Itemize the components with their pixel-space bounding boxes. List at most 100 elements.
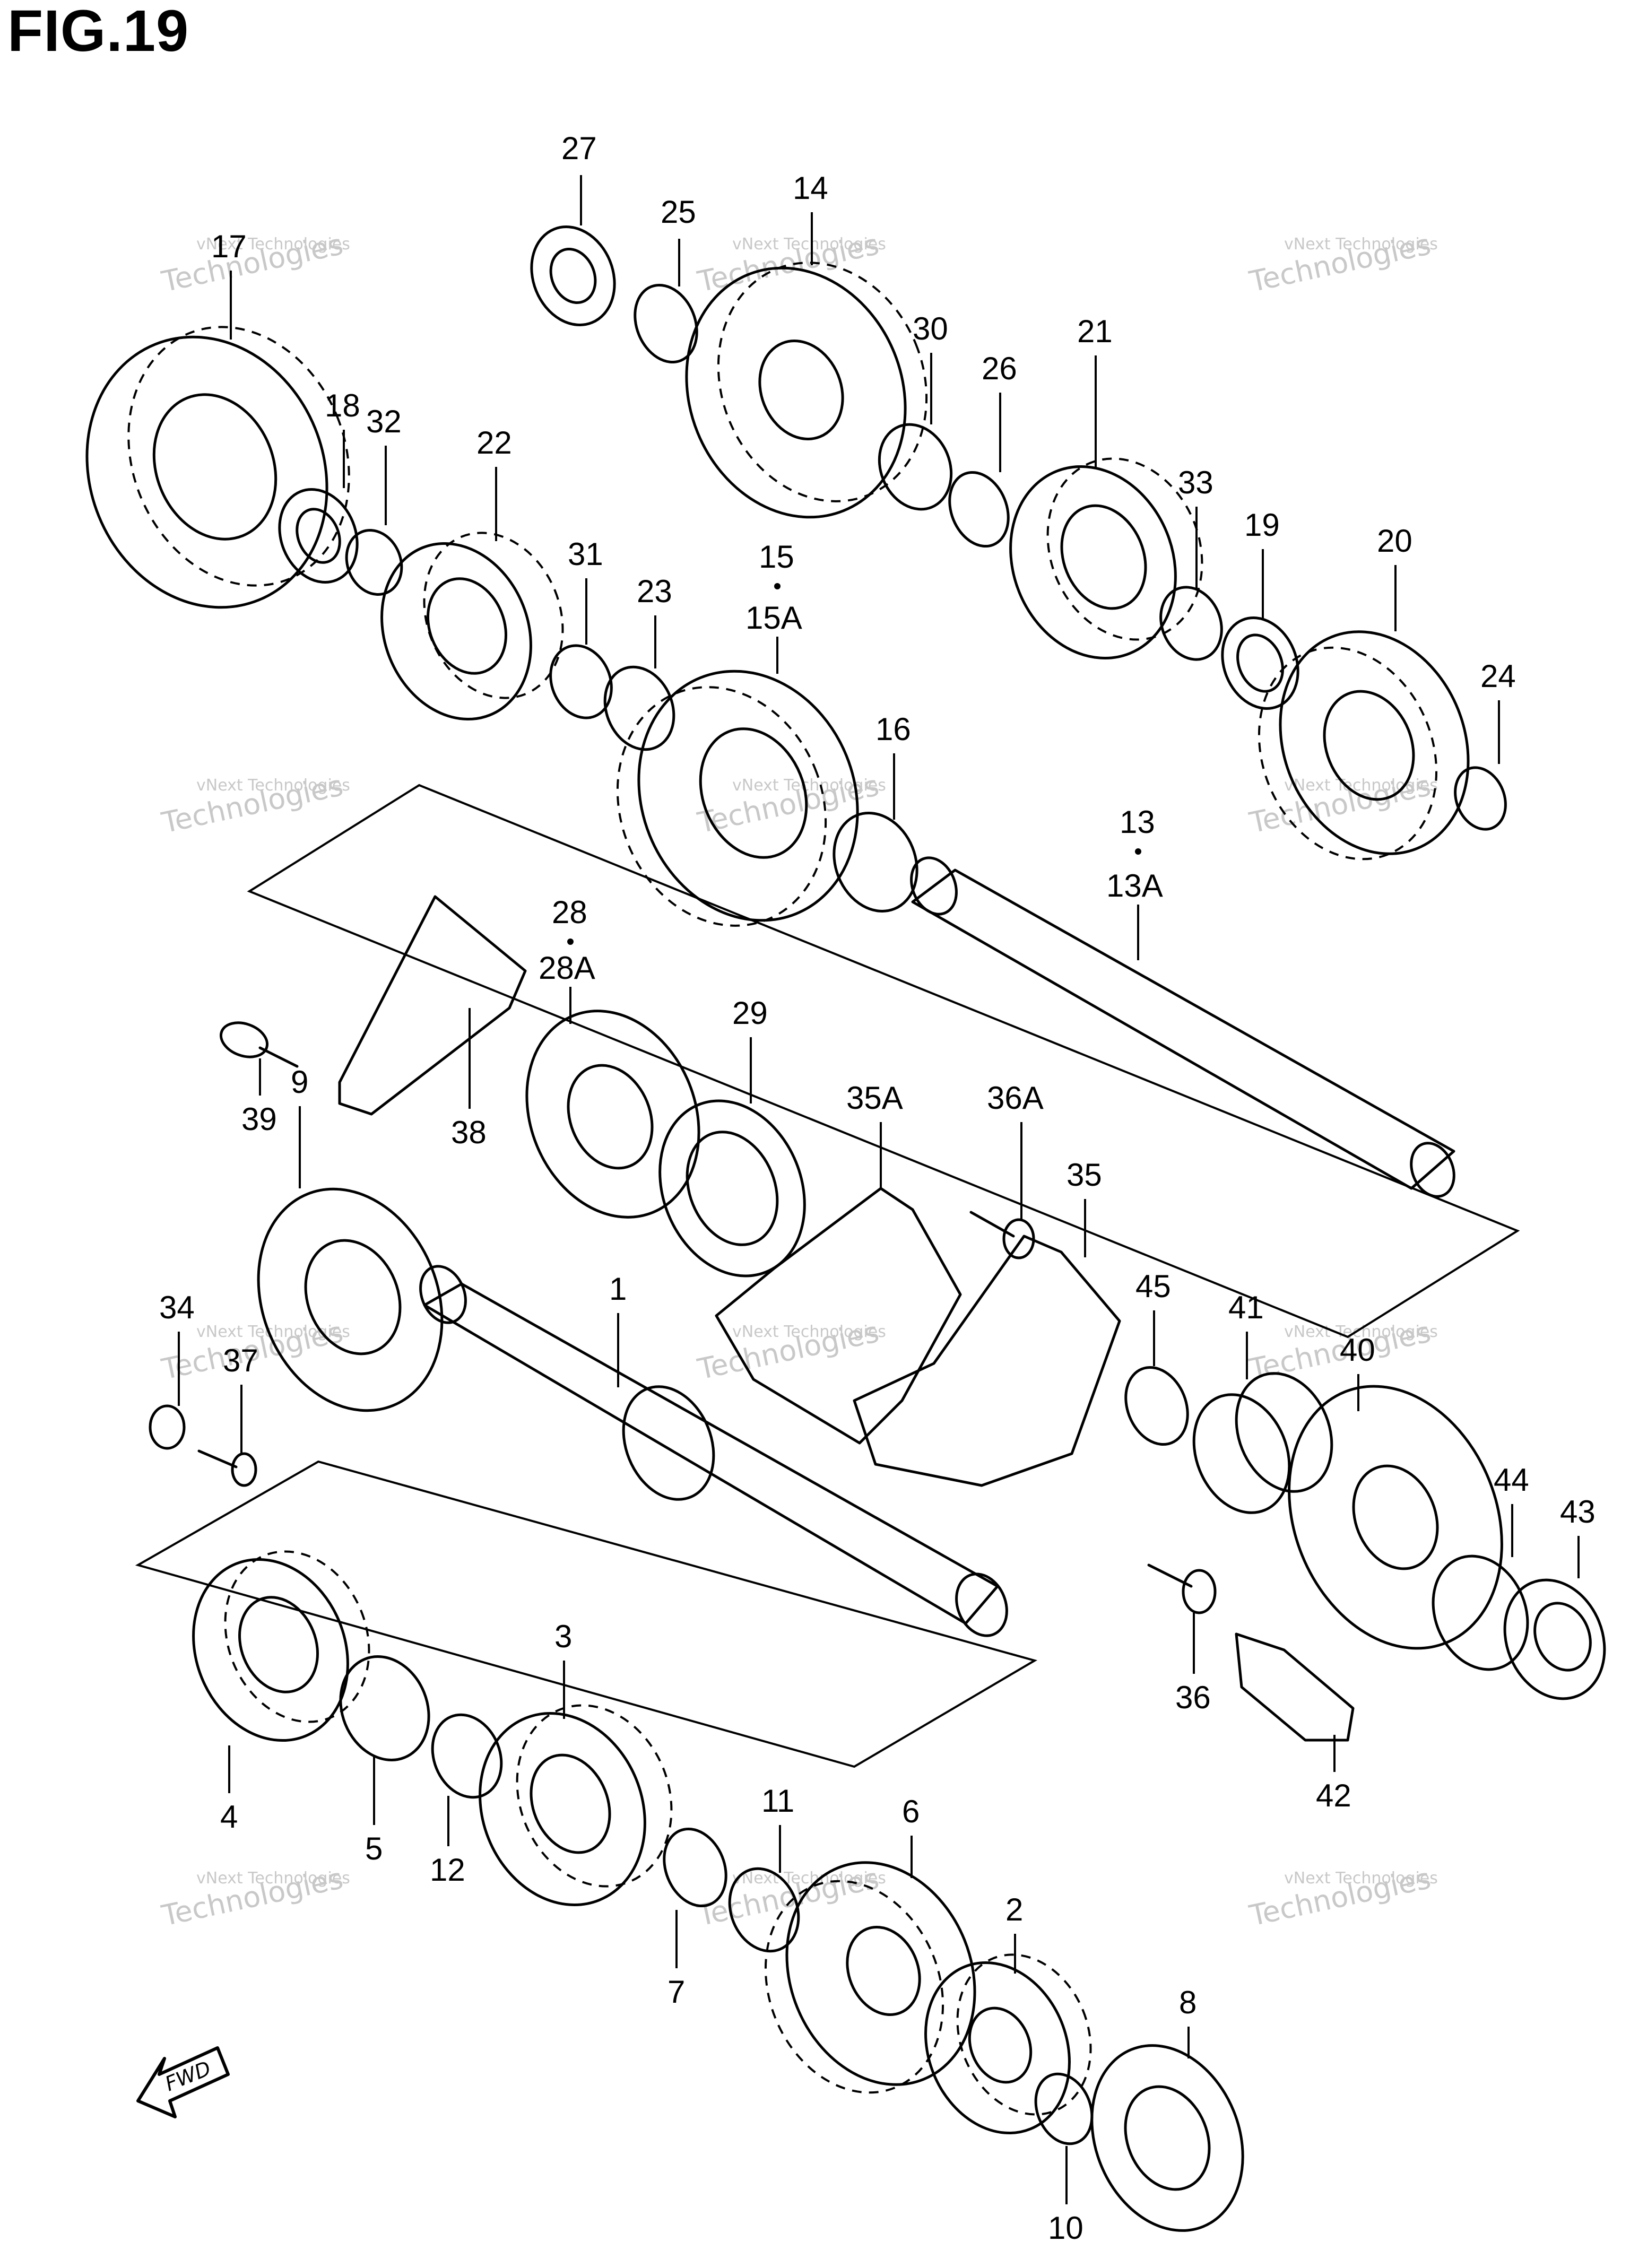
countershaft-frame bbox=[135, 1460, 1038, 1768]
callout-label: 6 bbox=[902, 1794, 920, 1829]
bearing-28-drawing bbox=[525, 1010, 700, 1219]
callout-label: 38 bbox=[451, 1115, 487, 1150]
callout-33[interactable]: 33 bbox=[1178, 465, 1213, 589]
circlip-33-drawing bbox=[1159, 586, 1223, 661]
watermark-line1: vNext Technologies bbox=[732, 235, 886, 254]
callout-29[interactable]: 29 bbox=[732, 995, 768, 1103]
callout-4[interactable]: 4 bbox=[220, 1745, 238, 1835]
oil-seal-29-drawing bbox=[658, 1099, 806, 1278]
callout-7[interactable]: 7 bbox=[667, 1910, 685, 2010]
callout-3[interactable]: 3 bbox=[554, 1619, 572, 1719]
lock-plate-42-drawing bbox=[1235, 1632, 1355, 1742]
plate-38-drawing bbox=[338, 895, 527, 1116]
callout-label: 34 bbox=[159, 1290, 195, 1325]
callout-22[interactable]: 22 bbox=[476, 425, 512, 541]
callout-5[interactable]: 5 bbox=[365, 1756, 383, 1866]
callout-label: 16 bbox=[875, 711, 911, 747]
callout-27[interactable]: 27 bbox=[561, 131, 597, 225]
callout-label: 26 bbox=[982, 351, 1017, 386]
callout-42[interactable]: 42 bbox=[1316, 1735, 1351, 1813]
callout-19[interactable]: 19 bbox=[1244, 507, 1280, 618]
callout-39[interactable]: 39 bbox=[241, 1058, 277, 1137]
callout-35a[interactable]: 35A bbox=[846, 1080, 903, 1188]
callout-label: 35 bbox=[1067, 1157, 1102, 1193]
bushing-30-drawing bbox=[878, 423, 953, 511]
callout-21[interactable]: 21 bbox=[1077, 314, 1113, 467]
callout-36[interactable]: 36 bbox=[1175, 1613, 1211, 1715]
bushing-18-drawing bbox=[278, 488, 359, 584]
callout-label: 7 bbox=[667, 1974, 685, 2010]
washer-7-drawing bbox=[663, 1827, 727, 1908]
callout-label: 22 bbox=[476, 425, 512, 460]
bushing-5-drawing bbox=[339, 1655, 430, 1761]
callout-43[interactable]: 43 bbox=[1560, 1494, 1596, 1578]
callout-41[interactable]: 41 bbox=[1228, 1290, 1264, 1379]
callout-45[interactable]: 45 bbox=[1135, 1268, 1171, 1366]
gear-4-drawing bbox=[192, 1550, 370, 1742]
callout-31[interactable]: 31 bbox=[568, 536, 603, 645]
circlip-31-drawing bbox=[549, 644, 613, 719]
o-ring-45-drawing bbox=[1124, 1366, 1189, 1446]
spacer-41-drawing bbox=[1192, 1372, 1333, 1514]
callout-label: 35A bbox=[846, 1080, 903, 1116]
callout-label: 43 bbox=[1560, 1494, 1596, 1530]
countershaft-drawing bbox=[419, 1265, 1008, 1637]
callout-30[interactable]: 30 bbox=[913, 311, 948, 424]
callout-label: 30 bbox=[913, 311, 948, 346]
watermark-line1: vNext Technologies bbox=[732, 1323, 886, 1341]
callout-34[interactable]: 34 bbox=[159, 1290, 195, 1406]
callout-label-alt: 15A bbox=[745, 600, 802, 636]
callout-23[interactable]: 23 bbox=[637, 573, 672, 668]
gear-2-drawing bbox=[924, 1953, 1092, 2135]
callout-label: 21 bbox=[1077, 314, 1113, 349]
callout-8[interactable]: 8 bbox=[1179, 1985, 1197, 2058]
retainer-35-drawing bbox=[715, 1187, 962, 1445]
callout-label: 8 bbox=[1179, 1985, 1197, 2020]
gear-21-drawing bbox=[1009, 457, 1203, 659]
washer-44-drawing bbox=[1432, 1554, 1529, 1671]
callout-label: 10 bbox=[1048, 2210, 1083, 2246]
callout-40[interactable]: 40 bbox=[1340, 1332, 1375, 1411]
gear-14-drawing bbox=[685, 262, 928, 519]
callout-14[interactable]: 14 bbox=[793, 170, 828, 265]
callout-18[interactable]: 18 bbox=[325, 388, 360, 488]
callout-25[interactable]: 25 bbox=[661, 194, 696, 286]
callout-label: 3 bbox=[554, 1619, 572, 1654]
callout-37[interactable]: 37 bbox=[223, 1343, 258, 1454]
callout-12[interactable]: 12 bbox=[430, 1796, 465, 1888]
callout-label: 31 bbox=[568, 536, 603, 572]
callout-1[interactable]: 1 bbox=[609, 1271, 627, 1387]
callout-label: 19 bbox=[1244, 507, 1280, 543]
callout-group: 27 25 14 17 18 32 22 30 26 21 33 19 20 2… bbox=[159, 131, 1596, 2246]
callout-26[interactable]: 26 bbox=[982, 351, 1017, 472]
callout-11[interactable]: 11 bbox=[761, 1783, 794, 1873]
callout-9[interactable]: 9 bbox=[291, 1064, 308, 1188]
callout-17[interactable]: 17 bbox=[211, 229, 247, 340]
callout-2[interactable]: 2 bbox=[1005, 1892, 1023, 1974]
watermark-line1: vNext Technologies bbox=[1284, 776, 1438, 795]
washer-24-drawing bbox=[1454, 766, 1507, 831]
watermark-line1: vNext Technologies bbox=[1284, 235, 1438, 254]
sprocket-40-drawing bbox=[1288, 1385, 1503, 1650]
driveshaft-drawing bbox=[910, 856, 1455, 1198]
callout-label: 32 bbox=[366, 404, 402, 439]
callout-20[interactable]: 20 bbox=[1377, 523, 1412, 631]
callout-6[interactable]: 6 bbox=[902, 1794, 920, 1878]
callout-36a[interactable]: 36A bbox=[987, 1080, 1044, 1220]
callout-35[interactable]: 35 bbox=[1067, 1157, 1102, 1257]
callout-label: 40 bbox=[1340, 1332, 1375, 1368]
circlip-10-drawing bbox=[1034, 2072, 1094, 2145]
callout-label: 39 bbox=[241, 1101, 277, 1137]
callout-38[interactable]: 38 bbox=[451, 1008, 487, 1150]
callout-16[interactable]: 16 bbox=[875, 711, 911, 820]
watermark-line1: vNext Technologies bbox=[1284, 1323, 1438, 1341]
callout-10[interactable]: 10 bbox=[1048, 2146, 1083, 2246]
callout-24[interactable]: 24 bbox=[1480, 658, 1516, 764]
screw-37-drawing bbox=[197, 1449, 257, 1487]
callout-32[interactable]: 32 bbox=[366, 404, 402, 525]
callout-44[interactable]: 44 bbox=[1494, 1462, 1529, 1557]
